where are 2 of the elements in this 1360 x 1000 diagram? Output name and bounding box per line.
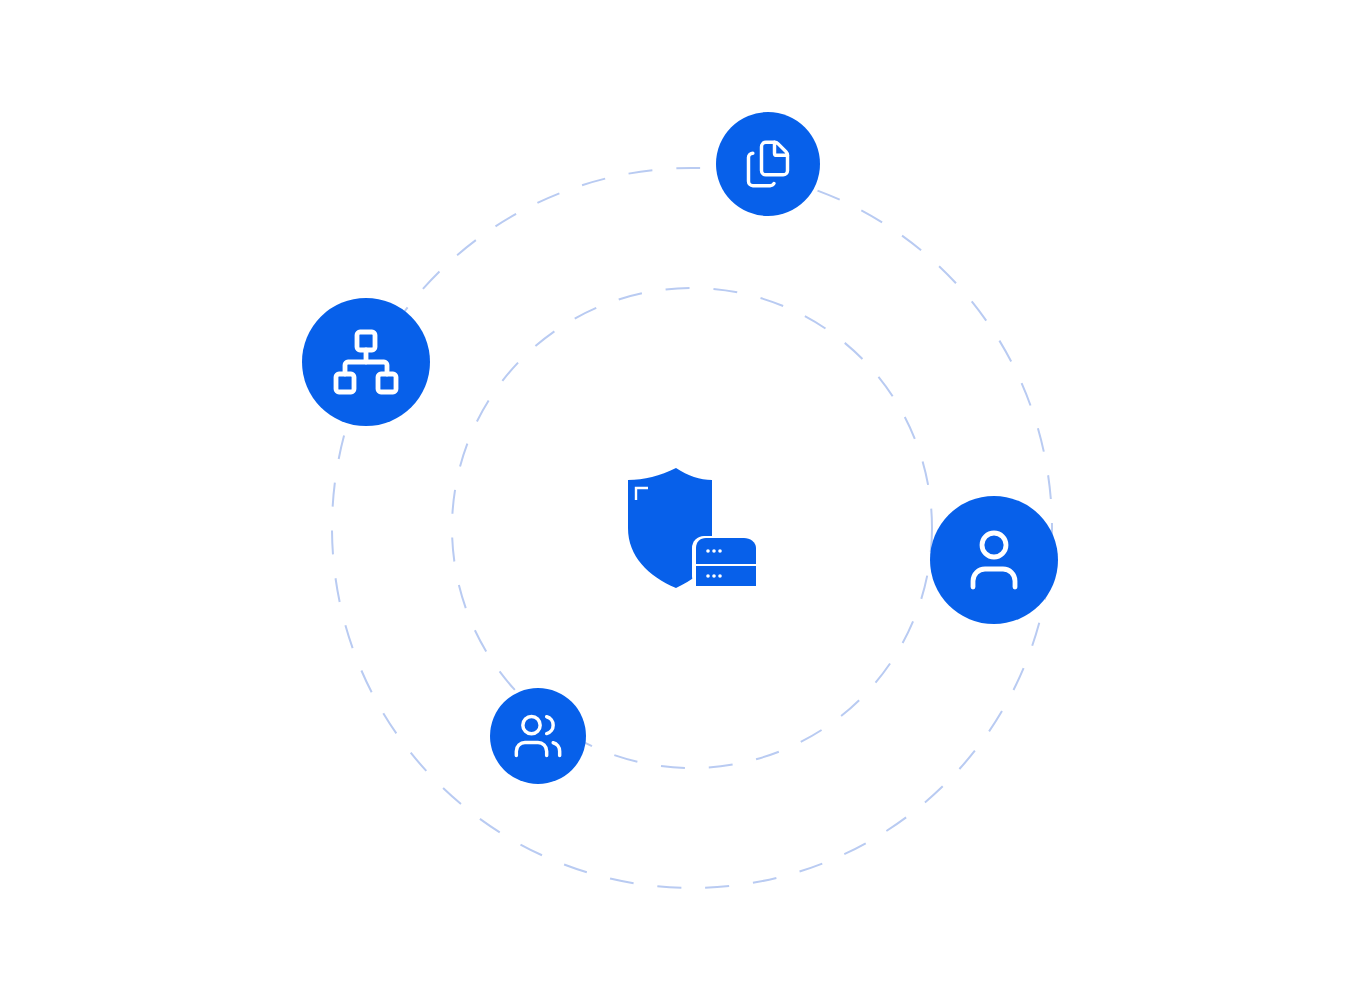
icon-circle xyxy=(490,688,586,784)
icon-circle xyxy=(716,112,820,216)
